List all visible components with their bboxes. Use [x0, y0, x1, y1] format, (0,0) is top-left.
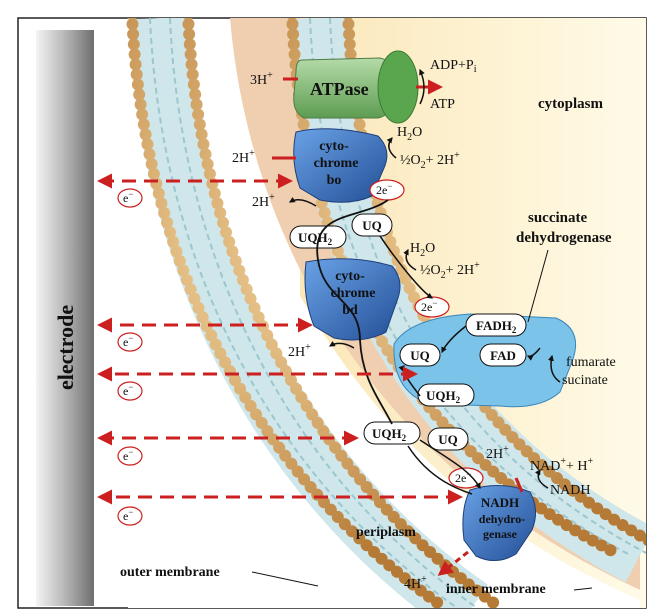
nadh-label: NADH — [550, 483, 590, 498]
fadh2-pill: FADH2 — [466, 314, 526, 336]
o2-label-1: ½O2+ 2H+ — [400, 150, 460, 171]
cytoplasm-label: cytoplasm — [538, 96, 604, 112]
fad-pill: FAD — [480, 344, 526, 366]
electrode-label: electrode — [53, 305, 78, 390]
svg-text:chrome: chrome — [314, 156, 359, 171]
electron-bubble-5: e− — [118, 507, 142, 525]
uq-pill-2: UQ — [400, 344, 440, 366]
inner-membrane-label: inner membrane — [446, 582, 546, 597]
two-electron-bubble-2: 2e− — [415, 297, 449, 317]
electron-bubble-1: e− — [118, 189, 142, 207]
o2-label-2: ½O2+ 2H+ — [420, 260, 480, 281]
svg-text:FAD: FAD — [490, 348, 516, 363]
sdh-label-1: succinate — [528, 210, 588, 226]
svg-text:UQ: UQ — [362, 218, 382, 233]
svg-text:UQH2: UQH2 — [372, 426, 407, 443]
fumarate-label: fumarate — [566, 355, 616, 370]
sdh-label-2: dehydrogenase — [516, 230, 612, 246]
atp-label: ATP — [430, 97, 455, 112]
periplasm-label: periplasm — [356, 525, 416, 540]
uq-pill-3: UQ — [428, 428, 468, 450]
svg-text:dehydro-: dehydro- — [479, 512, 525, 526]
svg-text:cyto-: cyto- — [335, 269, 365, 284]
electron-bubble-4: e− — [118, 447, 142, 465]
two-electron-bubble-1: 2e− — [370, 180, 404, 200]
uq-pill-1: UQ — [352, 214, 392, 236]
electron-bubble-3: e− — [118, 382, 142, 400]
svg-text:UQH2: UQH2 — [298, 230, 333, 247]
atpase-label: ATPase — [310, 79, 369, 99]
svg-text:chrome: chrome — [331, 286, 376, 301]
svg-text:UQH2: UQH2 — [426, 388, 461, 405]
uqh2-pill-2: UQH2 — [418, 384, 474, 406]
svg-text:UQ: UQ — [438, 432, 458, 447]
adp-pi-label: ADP+Pi — [430, 58, 477, 75]
uqh2-pill-3: UQH2 — [364, 422, 420, 444]
sucinate-label: sucinate — [562, 373, 608, 388]
svg-text:FADH2: FADH2 — [476, 318, 517, 335]
outer-membrane-label: outer membrane — [120, 565, 220, 580]
svg-text:NADH: NADH — [481, 495, 519, 510]
svg-text:bo: bo — [327, 173, 342, 188]
atpase: ATPase — [294, 51, 418, 123]
electron-bubble-2: e− — [118, 333, 142, 351]
svg-text:genase: genase — [483, 527, 518, 541]
svg-text:UQ: UQ — [410, 348, 430, 363]
svg-text:cyto-: cyto- — [319, 139, 349, 154]
cytochrome-bd: cyto- chrome bd — [305, 259, 400, 340]
